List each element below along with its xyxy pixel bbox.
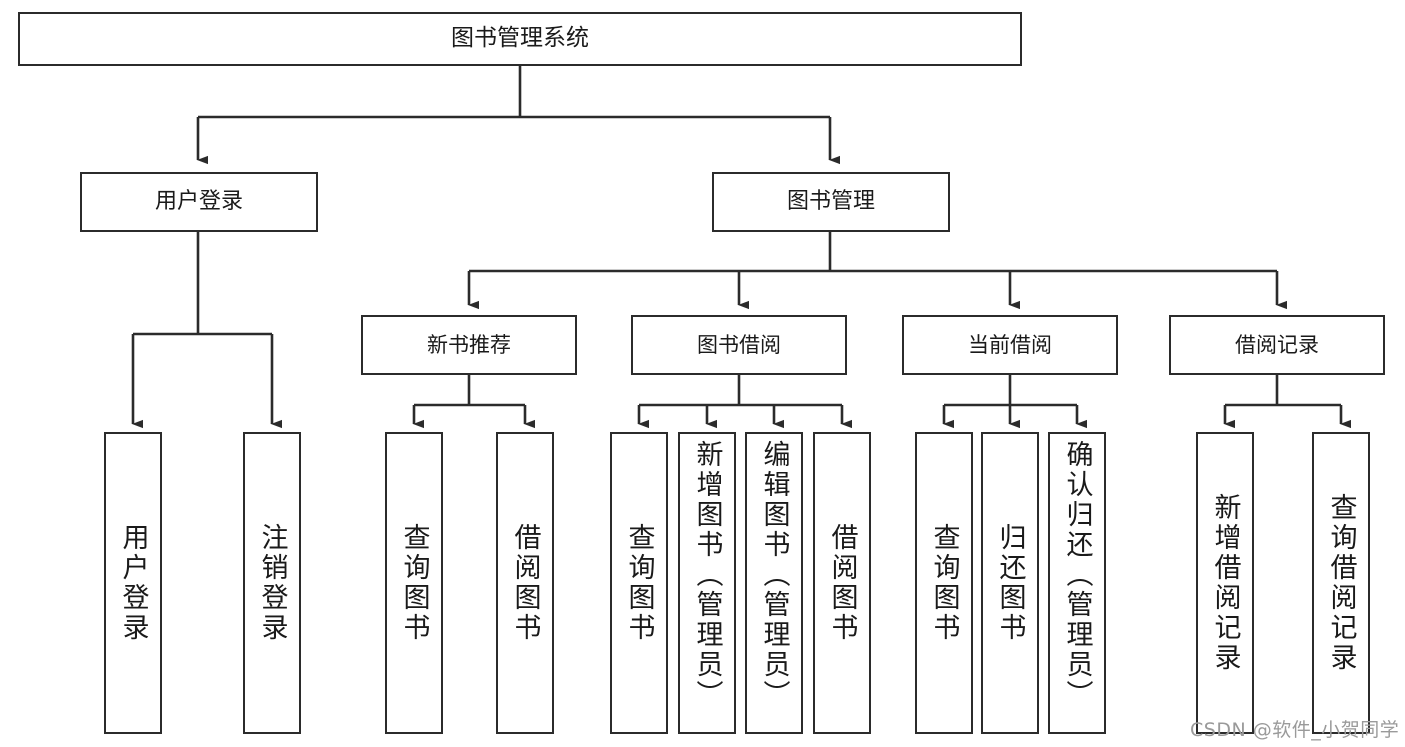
node-leaf-query-book-1[interactable]: 查询图书 [385, 432, 443, 734]
node-leaf-user-login-label: 用户登录 [117, 523, 149, 643]
node-root[interactable]: 图书管理系统 [18, 12, 1022, 66]
node-leaf-query-book-2-label: 查询图书 [623, 523, 655, 643]
node-root-label: 图书管理系统 [451, 25, 589, 52]
node-new-book-recommend[interactable]: 新书推荐 [361, 315, 577, 375]
node-leaf-query-book-3[interactable]: 查询图书 [915, 432, 973, 734]
node-leaf-query-record-label: 查询借阅记录 [1325, 493, 1357, 673]
node-borrow-record[interactable]: 借阅记录 [1169, 315, 1385, 375]
node-leaf-user-logout-label: 注销登录 [256, 523, 288, 643]
node-leaf-query-book-3-label: 查询图书 [928, 523, 960, 643]
node-leaf-return-book[interactable]: 归还图书 [981, 432, 1039, 734]
node-book-borrow-label: 图书借阅 [697, 332, 781, 357]
node-current-borrow-label: 当前借阅 [968, 332, 1052, 357]
node-leaf-user-login[interactable]: 用户登录 [104, 432, 162, 734]
node-book-manage[interactable]: 图书管理 [712, 172, 950, 232]
node-user-login[interactable]: 用户登录 [80, 172, 318, 232]
node-leaf-borrow-book-1-label: 借阅图书 [509, 523, 541, 643]
node-leaf-user-logout[interactable]: 注销登录 [243, 432, 301, 734]
node-leaf-borrow-book-2[interactable]: 借阅图书 [813, 432, 871, 734]
node-leaf-add-book-label: 新增图书（管理员） [691, 440, 723, 710]
node-leaf-confirm-return-label: 确认归还（管理员） [1061, 440, 1093, 710]
node-leaf-return-book-label: 归还图书 [994, 523, 1026, 643]
node-leaf-edit-book-label: 编辑图书（管理员） [758, 440, 790, 710]
node-book-borrow[interactable]: 图书借阅 [631, 315, 847, 375]
node-leaf-borrow-book-2-label: 借阅图书 [826, 523, 858, 643]
node-current-borrow[interactable]: 当前借阅 [902, 315, 1118, 375]
node-leaf-add-book[interactable]: 新增图书（管理员） [678, 432, 736, 734]
node-leaf-add-record[interactable]: 新增借阅记录 [1196, 432, 1254, 734]
node-leaf-confirm-return[interactable]: 确认归还（管理员） [1048, 432, 1106, 734]
node-leaf-edit-book[interactable]: 编辑图书（管理员） [745, 432, 803, 734]
node-leaf-query-book-2[interactable]: 查询图书 [610, 432, 668, 734]
node-leaf-borrow-book-1[interactable]: 借阅图书 [496, 432, 554, 734]
node-new-book-recommend-label: 新书推荐 [427, 332, 511, 357]
node-leaf-query-record[interactable]: 查询借阅记录 [1312, 432, 1370, 734]
node-book-manage-label: 图书管理 [786, 189, 875, 215]
node-borrow-record-label: 借阅记录 [1235, 332, 1319, 357]
node-leaf-query-book-1-label: 查询图书 [398, 523, 430, 643]
node-leaf-add-record-label: 新增借阅记录 [1209, 493, 1241, 673]
node-user-login-label: 用户登录 [154, 189, 243, 215]
